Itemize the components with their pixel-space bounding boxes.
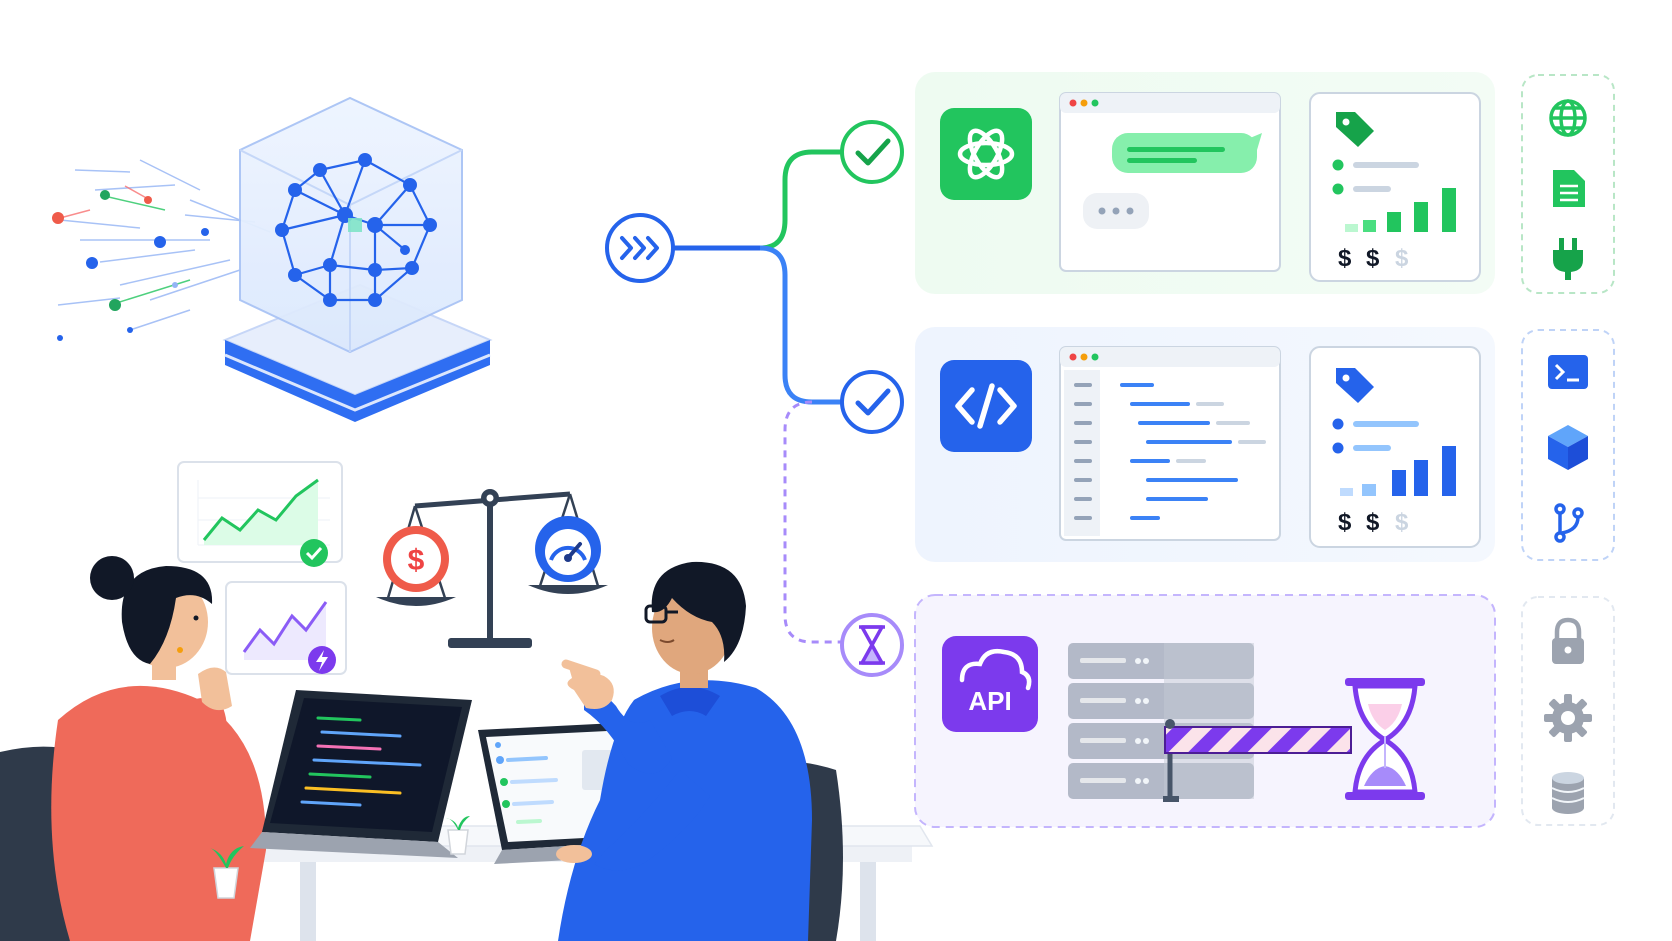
- chat-window-preview: [1059, 92, 1281, 272]
- side-icons-column-3: [1521, 596, 1615, 826]
- price-level-1: $: [1338, 245, 1352, 272]
- api-logo: API: [942, 636, 1038, 732]
- growth-chart-card-check: [177, 461, 343, 567]
- laptop-code: [250, 690, 472, 858]
- globe-icon: [1549, 99, 1587, 137]
- router-node: [605, 213, 675, 283]
- balance-scale: $: [376, 489, 608, 648]
- openai-logo-icon: [940, 108, 1032, 200]
- api-label: API: [968, 686, 1011, 716]
- check-icon: [855, 388, 891, 416]
- plug-icon: [1553, 238, 1583, 280]
- code-editor-preview: [1059, 346, 1281, 541]
- price-level-2: $: [1366, 245, 1380, 272]
- pricing-card: $ $ $: [1309, 92, 1481, 282]
- code-brackets-icon: [940, 360, 1032, 452]
- data-particle-stream: [52, 159, 271, 341]
- speedometer-icon: [535, 516, 601, 582]
- cube-icon: [1548, 425, 1588, 470]
- small-plant: [446, 816, 470, 855]
- dollar-symbol: $: [408, 544, 425, 577]
- route-status-green: [840, 120, 904, 184]
- side-icons-column-2: [1521, 329, 1615, 561]
- route-status-blue: [840, 370, 904, 434]
- desk-scene: [0, 556, 934, 941]
- database-icon: [1551, 772, 1585, 814]
- lock-icon: [1552, 617, 1584, 664]
- price-level-2: $: [1366, 509, 1380, 536]
- check-icon: [855, 138, 891, 166]
- document-icon: [1553, 170, 1585, 207]
- hourglass-icon: [859, 625, 885, 665]
- terminal-icon: [1548, 355, 1588, 389]
- hourglass-icon: [1345, 678, 1425, 800]
- side-icons-column-1: [1521, 74, 1615, 294]
- barrier-gate-icon: [1163, 719, 1352, 802]
- price-level-3: $: [1395, 245, 1409, 272]
- chevrons-right-icon: [620, 236, 659, 260]
- cloud-icon: [959, 649, 1032, 691]
- pricing-card: $ $ $: [1309, 346, 1481, 548]
- price-level-3: $: [1395, 509, 1409, 536]
- laptop-dashboard: [478, 722, 648, 864]
- price-level-1: $: [1338, 509, 1352, 536]
- price-tag-icon: [1336, 112, 1374, 147]
- provider-panel-api: API: [914, 594, 1496, 828]
- neural-network-cube: [222, 96, 493, 422]
- route-status-purple: [840, 613, 904, 677]
- provider-panel-openai: $ $ $: [915, 72, 1495, 294]
- price-tag-icon: [1336, 368, 1374, 403]
- git-branch-icon: [1554, 503, 1584, 543]
- dollar-coin-icon: $: [383, 526, 449, 592]
- glasses: [644, 604, 678, 624]
- plant-pot: [210, 846, 244, 899]
- gear-icon: [1544, 694, 1592, 742]
- provider-panel-code: $ $ $: [915, 327, 1495, 562]
- growth-chart-card-lightning: [225, 581, 347, 675]
- routing-lines: [465, 149, 842, 644]
